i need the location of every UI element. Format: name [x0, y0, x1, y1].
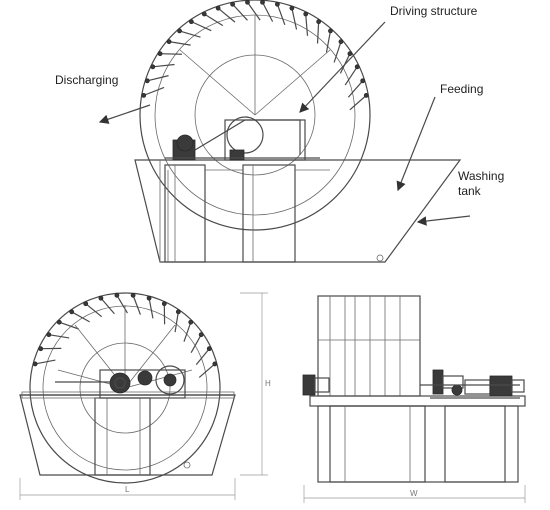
bucket-tip [363, 92, 369, 98]
bucket-blade [349, 94, 367, 111]
bucket-blade [160, 53, 182, 55]
driving-structure-label: Driving structure [390, 4, 478, 18]
bucket-tip [114, 292, 120, 298]
bucket-tip [198, 332, 204, 338]
bucket-blade [168, 41, 191, 46]
bucket-blade [198, 363, 216, 378]
bucket-tip [177, 28, 182, 34]
bucket-tip [32, 361, 38, 367]
bucket-tip [328, 28, 333, 34]
bucket-blade [48, 334, 70, 339]
bucket-blade [174, 311, 179, 333]
bucket-blade [217, 7, 236, 23]
bucket-tip [144, 78, 150, 84]
bucket-blade [100, 297, 115, 315]
washing-tank-body [134, 159, 462, 263]
bucket-tip [150, 64, 156, 70]
bucket-blade [35, 359, 56, 365]
bucket-tip [201, 11, 207, 17]
bucket-blade [85, 303, 103, 318]
bucket-blade [344, 66, 358, 86]
bucket-tip [38, 346, 44, 352]
bucket-blade [203, 13, 224, 27]
bucket-tip [98, 295, 104, 301]
main-side-view [98, 0, 471, 263]
feeding-label: Feeding [440, 82, 483, 96]
side-view-buckets [32, 292, 218, 378]
bucket-tip [354, 64, 360, 70]
bucket-tip [212, 361, 218, 367]
length-dimension: L [125, 485, 130, 494]
drive-unit [165, 116, 320, 161]
bucket-tip [215, 5, 221, 11]
bucket-tip [338, 39, 344, 45]
width-dimension: W [410, 489, 418, 498]
bucket-blade [232, 3, 248, 21]
bucket-blade [276, 4, 286, 26]
bucket-tip [188, 319, 194, 325]
bucket-blade [291, 8, 298, 30]
bucket-tip [260, 0, 265, 5]
bucket-blade [148, 298, 154, 319]
bucket-tip [206, 346, 212, 352]
washing-tank-label-line1: Washing [458, 169, 504, 183]
bucket-tip [46, 332, 52, 338]
height-dimension: H [265, 379, 271, 388]
bucket-blade [116, 295, 128, 314]
bucket-tip [175, 309, 181, 315]
bucket-tip [69, 309, 75, 315]
bucket-tip [130, 292, 136, 298]
bucket-tip [146, 295, 152, 301]
bucket-tip [274, 1, 280, 7]
bucket-blade [191, 21, 212, 32]
bucket-blade [325, 30, 332, 53]
front-view-drawing [302, 295, 526, 503]
bucket-blade [305, 13, 309, 36]
bucket-wheel [139, 0, 371, 231]
bucket-tip [347, 51, 353, 57]
bucket-tip [56, 319, 62, 325]
bucket-tip [166, 39, 172, 45]
wheel-buckets [141, 0, 369, 111]
bucket-blade [183, 322, 192, 342]
bucket-blade [195, 348, 210, 366]
bucket-tip [289, 5, 295, 11]
bucket-tip [230, 1, 236, 7]
bucket-blade [247, 1, 261, 21]
bucket-blade [59, 321, 79, 330]
bucket-blade [261, 1, 274, 22]
bucket-blade [179, 30, 201, 38]
bucket-tip [360, 78, 366, 84]
bucket-blade [71, 311, 90, 323]
side-view-drawing [19, 292, 268, 500]
bucket-blade [143, 86, 165, 96]
bucket-blade [190, 334, 202, 353]
discharging-label: Discharging [55, 73, 118, 87]
bucket-tip [316, 19, 322, 25]
bucket-blade [132, 295, 141, 315]
bucket-tip [161, 301, 167, 307]
bucket-tip [157, 51, 163, 57]
bucket-blade [147, 75, 169, 82]
bucket-tip [245, 0, 250, 5]
bucket-blade [316, 21, 320, 44]
bucket-tip [303, 11, 309, 17]
bucket-tip [141, 92, 147, 98]
bucket-tip [83, 301, 89, 307]
bucket-blade [152, 63, 175, 68]
bucket-tip [188, 19, 194, 25]
bucket-blade [333, 41, 342, 63]
washing-tank-label-line2: tank [458, 184, 482, 198]
bucket-blade [347, 80, 364, 98]
